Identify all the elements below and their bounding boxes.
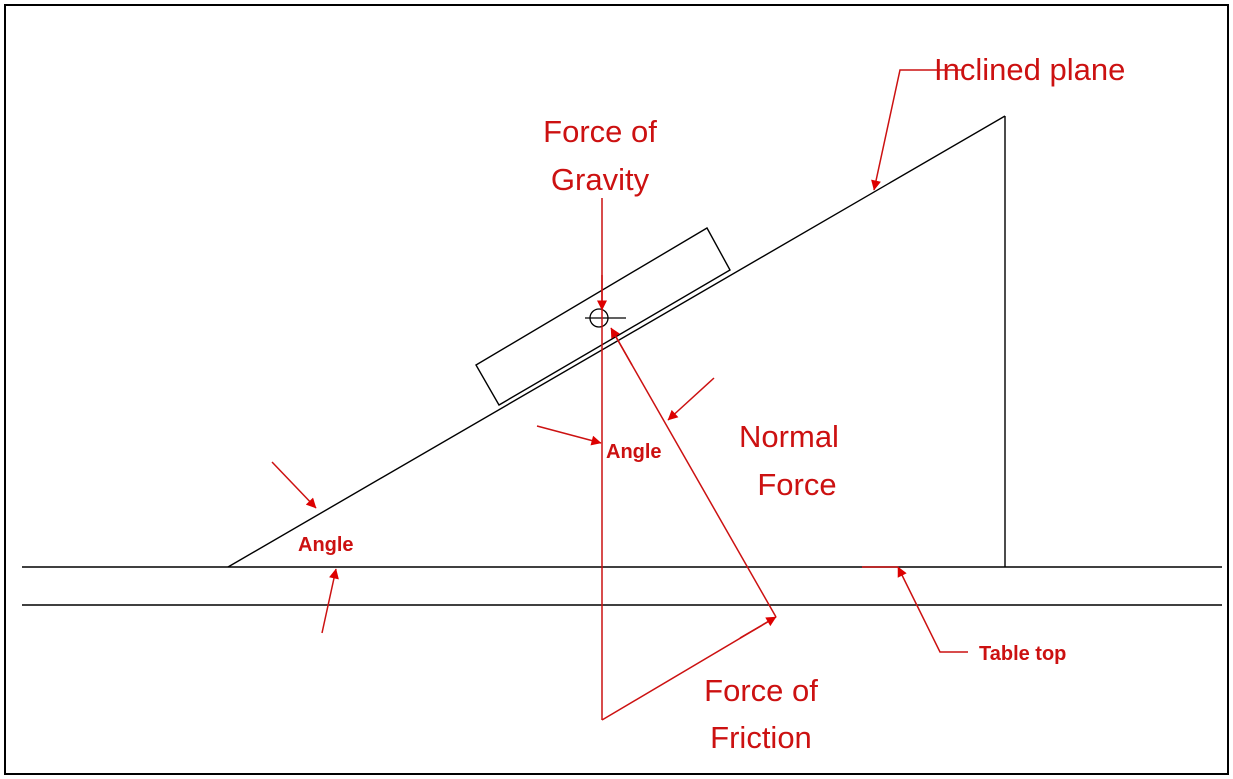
table-top-label: Table top <box>979 643 1066 665</box>
inclined-plane-surface <box>227 115 1006 568</box>
normal-arrowhead <box>610 327 633 366</box>
normal-force-line <box>611 329 777 618</box>
frame-border <box>4 4 1229 775</box>
angle-incline-lower-arrow <box>321 568 339 634</box>
inclined-plane-leader <box>871 69 962 191</box>
friction-label-line2: Friction <box>710 720 812 755</box>
angle-incline-upper-arrow <box>271 461 317 509</box>
normal-force-label-line1: Normal <box>739 419 839 454</box>
angle-incline-label: Angle <box>298 534 354 556</box>
gravity-label-line2: Gravity <box>551 162 650 197</box>
friction-arrowhead <box>739 616 777 639</box>
block <box>475 227 731 406</box>
angle-vertical-right-arrow <box>667 377 715 421</box>
table-top-leader <box>897 566 968 653</box>
angle-vertical-label: Angle <box>606 441 662 463</box>
angle-vertical-left-arrow <box>536 425 602 446</box>
gravity-label-line1: Force of <box>543 114 657 149</box>
friction-label-line1: Force of <box>704 673 818 708</box>
inclined-plane-label: Inclined plane <box>934 52 1125 87</box>
normal-force-label-line2: Force <box>757 467 836 502</box>
